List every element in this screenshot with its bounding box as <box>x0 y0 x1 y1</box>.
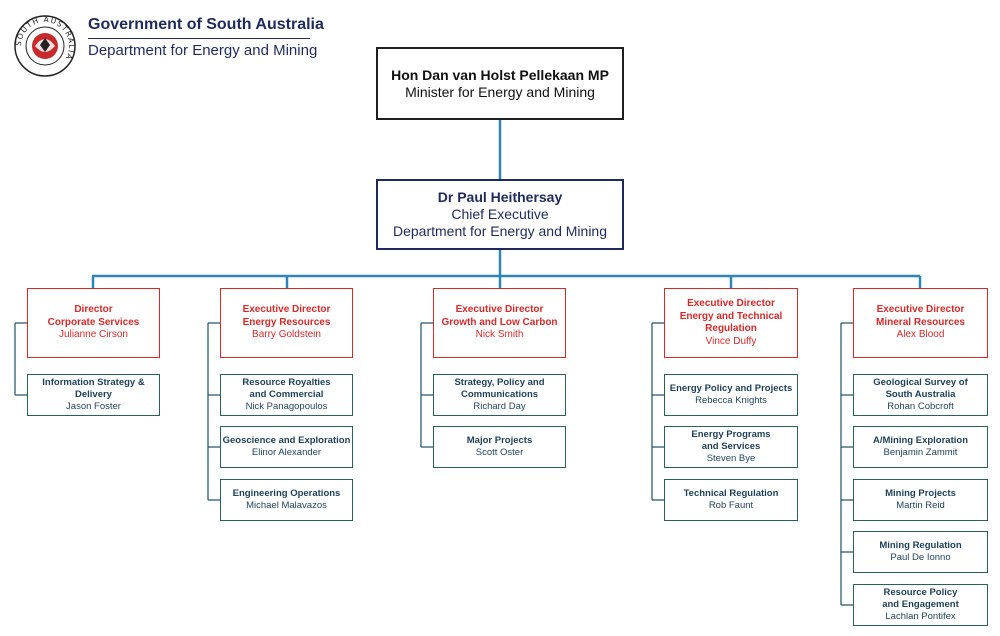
sa-crest-logo: SOUTH AUSTRALIA <box>13 14 77 78</box>
director-energy-resources: Executive Director Energy Resources Barr… <box>220 288 353 358</box>
ce-department: Department for Energy and Mining <box>393 223 607 239</box>
director-corporate-services: Director Corporate Services Julianne Cir… <box>27 288 160 358</box>
unit-resource-royalties: Resource Royalties and Commercial Nick P… <box>220 374 353 416</box>
minister-name: Hon Dan van Holst Pellekaan MP <box>391 66 609 83</box>
unit-geological-survey: Geological Survey of South Australia Roh… <box>853 374 988 416</box>
unit-energy-policy-projects: Energy Policy and Projects Rebecca Knigh… <box>664 374 798 416</box>
unit-resource-policy: Resource Policy and Engagement Lachlan P… <box>853 584 988 626</box>
director-energy-technical-regulation: Executive Director Energy and Technical … <box>664 288 798 358</box>
unit-technical-regulation: Technical Regulation Rob Faunt <box>664 479 798 521</box>
chief-executive-box: Dr Paul Heithersay Chief Executive Depar… <box>376 179 624 250</box>
unit-mining-projects: Mining Projects Martin Reid <box>853 479 988 521</box>
unit-information-strategy: Information Strategy & Delivery Jason Fo… <box>27 374 160 416</box>
ce-title: Chief Executive <box>451 206 549 222</box>
director-person: Barry Goldstein <box>252 329 321 341</box>
department-subtitle: Department for Energy and Mining <box>88 42 318 59</box>
director-person: Vince Duffy <box>705 335 757 347</box>
minister-box: Hon Dan van Holst Pellekaan MP Minister … <box>376 47 624 120</box>
director-person: Julianne Cirson <box>59 329 128 341</box>
minister-title: Minister for Energy and Mining <box>405 83 595 100</box>
director-mineral-resources: Executive Director Mineral Resources Ale… <box>853 288 988 358</box>
ce-name: Dr Paul Heithersay <box>437 189 563 205</box>
unit-mining-regulation: Mining Regulation Paul De Ionno <box>853 531 988 573</box>
header-rule <box>88 38 310 39</box>
unit-engineering-operations: Engineering Operations Michael Malavazos <box>220 479 353 521</box>
unit-major-projects: Major Projects Scott Oster <box>433 426 566 468</box>
unit-energy-programs: Energy Programs and Services Steven Bye <box>664 426 798 468</box>
government-title: Government of South Australia <box>88 16 324 33</box>
unit-mining-exploration: A/Mining Exploration Benjamin Zammit <box>853 426 988 468</box>
director-person: Alex Blood <box>896 329 945 341</box>
director-growth-low-carbon: Executive Director Growth and Low Carbon… <box>433 288 566 358</box>
unit-geoscience-exploration: Geoscience and Exploration Elinor Alexan… <box>220 426 353 468</box>
director-person: Nick Smith <box>475 329 524 341</box>
unit-strategy-policy: Strategy, Policy and Communications Rich… <box>433 374 566 416</box>
